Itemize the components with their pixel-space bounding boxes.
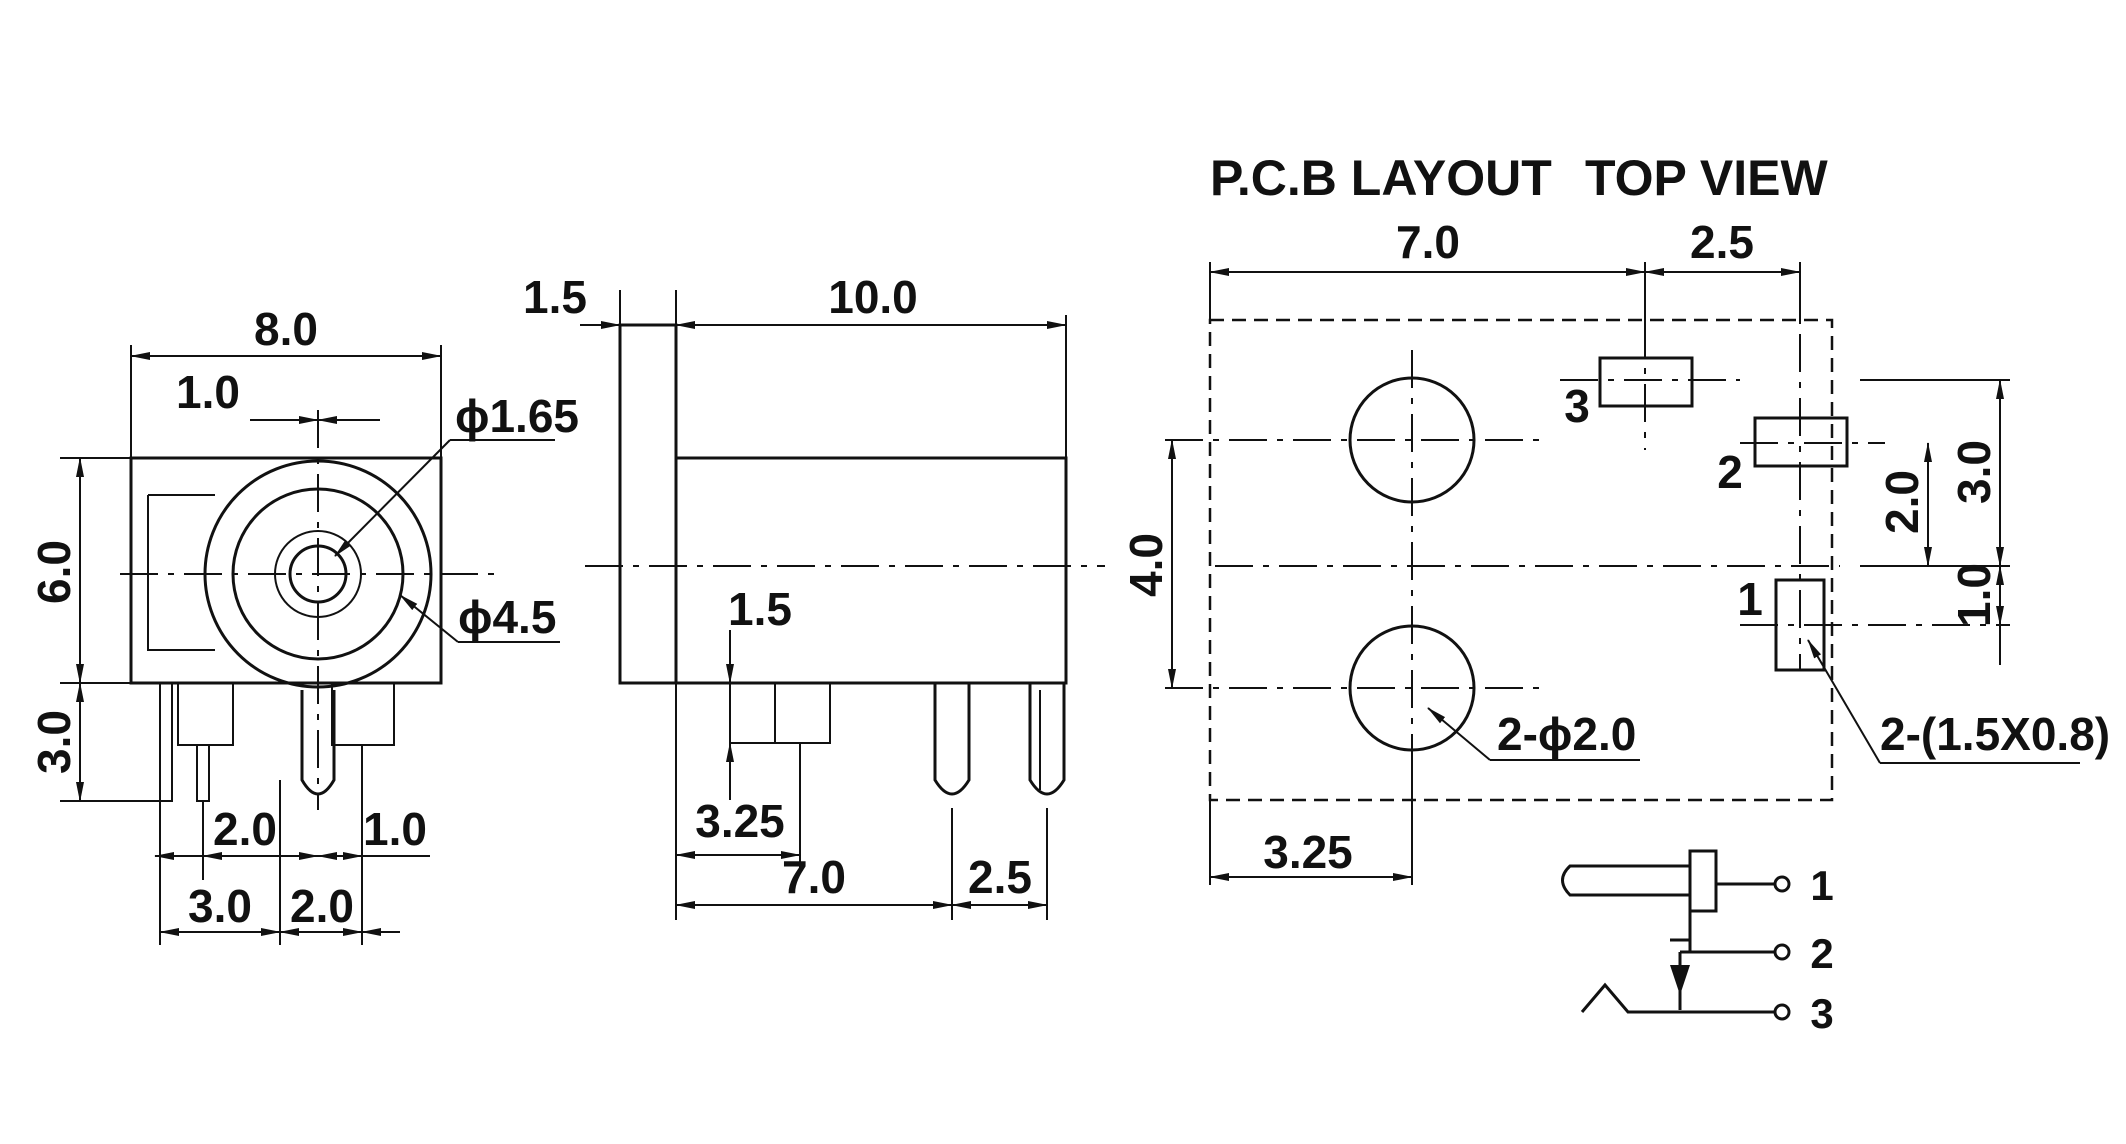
schematic-contact-3: [1580, 982, 1775, 1014]
side-pin-tab: [729, 682, 831, 744]
pcb-dim-3-25: 3.25: [1263, 826, 1353, 878]
pcb-outline: [1208, 318, 1834, 802]
schematic-pin-1-label: 1: [1810, 862, 1833, 909]
pcb-pad-label-2: 2: [1717, 446, 1743, 498]
pcb-slots-label: 2-(1.5X0.8): [1880, 708, 2110, 760]
schematic-plug-body: [1561, 864, 1690, 897]
front-dim-8-0-width: 8.0: [254, 303, 318, 355]
front-dim-2-0-pin: 2.0: [213, 803, 277, 855]
front-pin-right: [331, 682, 395, 746]
pcb-hole-top: [1348, 376, 1476, 504]
side-pin-middle: [933, 683, 971, 796]
pcb-dim-2-5: 2.5: [1690, 216, 1754, 268]
side-dim-1-5-pin: 1.5: [728, 583, 792, 635]
schematic: 1 2 3: [1561, 849, 1834, 1037]
heading-pcb-layout: P.C.B LAYOUT: [1210, 150, 1552, 206]
pcb-pad-3: [1598, 356, 1694, 408]
front-pin-left-tip: [196, 744, 210, 802]
front-dim-1-0-offset: 1.0: [176, 366, 240, 418]
pcb-dim-3-0: 3.0: [1948, 440, 2000, 504]
schematic-contact-2: [1670, 911, 1692, 1010]
schematic-pin-2-terminal: [1773, 943, 1791, 961]
pcb-dim-1-0: 1.0: [1948, 563, 2000, 627]
front-dim-phi-1-65: ϕ1.65: [455, 390, 579, 442]
pcb-pad-1: [1774, 578, 1826, 672]
front-dim-1-0-pin: 1.0: [363, 803, 427, 855]
pcb-dim-2-0: 2.0: [1876, 470, 1928, 534]
heading-top-view: TOP VIEW: [1585, 150, 1828, 206]
front-dim-2-0-bottom: 2.0: [290, 880, 354, 932]
pcb-pad-label-1: 1: [1737, 573, 1763, 625]
side-dim-10-0-body: 10.0: [828, 271, 918, 323]
side-body: [674, 456, 1068, 685]
side-view: 1.5 10.0 1.5 3.25 7.0 2.5: [523, 271, 1105, 920]
schematic-plug-collar: [1688, 849, 1718, 913]
front-view: 8.0 1.0 ϕ1.65 ϕ4.5 6.0 3.0 2.0 1.0: [28, 303, 579, 945]
side-dim-3-25-pin: 3.25: [695, 795, 785, 847]
side-front-flange: [618, 323, 678, 685]
front-left-recess: [147, 494, 215, 651]
pcb-pad-label-3: 3: [1564, 380, 1590, 432]
side-dim-7-0-pin: 7.0: [782, 851, 846, 903]
front-dim-phi-4-5: ϕ4.5: [458, 591, 556, 643]
schematic-pin-3-label: 3: [1810, 990, 1833, 1037]
schematic-pin-1-terminal: [1773, 875, 1791, 893]
pcb-dim-7-0: 7.0: [1396, 216, 1460, 268]
front-pin-left: [159, 682, 173, 802]
pcb-dim-4-0: 4.0: [1120, 533, 1172, 597]
front-dim-3-0-bottom: 3.0: [188, 880, 252, 932]
side-dim-2-5-pin: 2.5: [968, 851, 1032, 903]
front-pin-center: [300, 690, 336, 796]
schematic-pin-2-label: 2: [1810, 930, 1833, 977]
pcb-holes-label: 2-ϕ2.0: [1497, 708, 1636, 760]
pcb-pad-2: [1753, 416, 1849, 468]
side-pin-right: [1028, 683, 1066, 796]
front-dim-3-0-pin-length: 3.0: [28, 710, 80, 774]
schematic-pin-3-terminal: [1773, 1003, 1791, 1021]
pcb-layout: P.C.B LAYOUT TOP VIEW 1 2 3 7.0 2.5: [1120, 150, 2110, 885]
front-dim-6-0-height: 6.0: [28, 540, 80, 604]
front-pin-left-tab: [177, 682, 234, 746]
side-dim-1-5-front: 1.5: [523, 271, 587, 323]
